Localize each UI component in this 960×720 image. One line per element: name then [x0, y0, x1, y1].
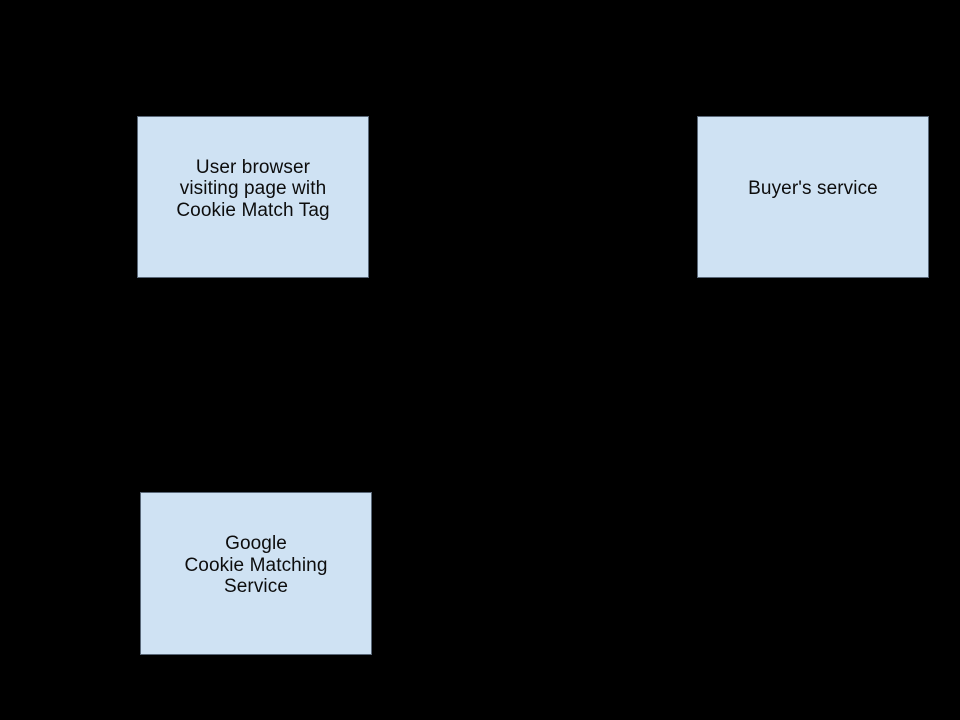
node-label: Google Cookie Matching Service	[141, 533, 371, 597]
node-label-line: Cookie Match Tag	[176, 199, 330, 221]
node-label: User browser visiting page with Cookie M…	[138, 157, 368, 221]
node-label: Buyer's service	[698, 178, 928, 199]
node-label-line: Cookie Matching	[184, 554, 328, 576]
node-label-line: visiting page with	[179, 178, 327, 200]
node-label-line: User browser	[195, 156, 311, 178]
node-label-line: Google	[225, 533, 287, 555]
node-label-line: Service	[223, 576, 289, 598]
node-label-line: Buyer's service	[748, 178, 878, 200]
node-google-cookie-matching-service: Google Cookie Matching Service	[140, 492, 372, 655]
node-user-browser: User browser visiting page with Cookie M…	[137, 116, 369, 278]
node-buyers-service: Buyer's service	[697, 116, 929, 278]
